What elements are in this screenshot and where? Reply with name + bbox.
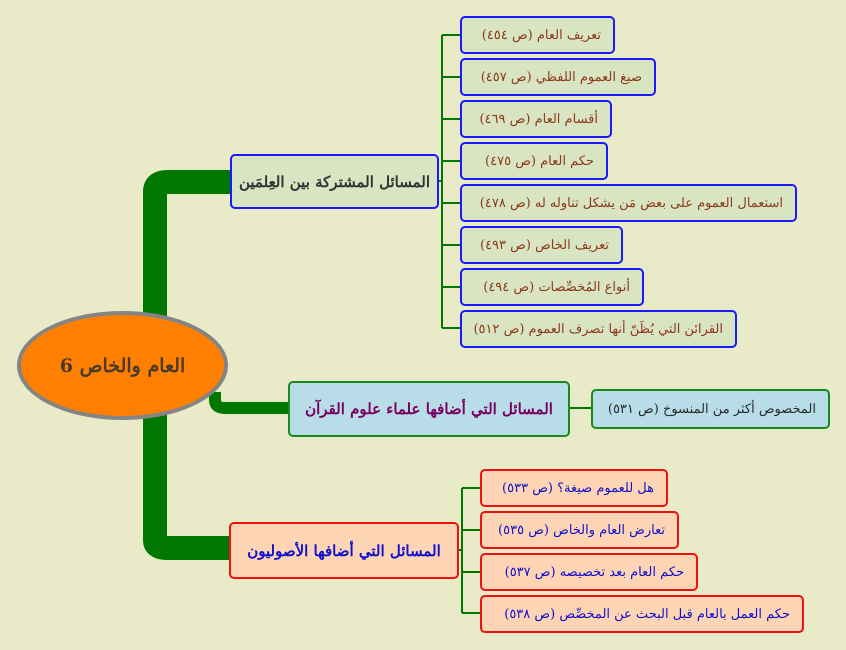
topic-label: حكم العمل بالعام قبل البحث عن المخصِّص (… (504, 606, 790, 622)
topic-label: حكم العام بعد تخصيصه (ص ٥٣٧) (504, 564, 684, 580)
topic-label: تعريف العام (ص ٤٥٤) (481, 27, 601, 43)
trunk-middle (209, 392, 290, 414)
branch-usul-scholars[interactable]: المسائل التي أضافها الأصوليون (229, 522, 459, 579)
topic-node[interactable]: المخصوص أكثر من المنسوخ (ص ٥٣١) (591, 389, 830, 429)
central-topic-label: العام والخاص 6 (59, 354, 186, 377)
topic-label: استعمال العموم على بعض مَن يشكل تناوله ل… (479, 195, 783, 211)
branch-title: المسائل التي أضافها الأصوليون (247, 541, 441, 560)
topic-label: صيغ العموم اللفظي (ص ٤٥٧) (480, 69, 642, 85)
topic-node[interactable]: حكم العام بعد تخصيصه (ص ٥٣٧) (480, 553, 698, 591)
topic-node[interactable]: استعمال العموم على بعض مَن يشكل تناوله ل… (460, 184, 797, 222)
topic-node[interactable]: القرائن التي يُظَنّ أنها تصرف العموم (ص … (460, 310, 737, 348)
branch-quran-sciences[interactable]: المسائل التي أضافها علماء علوم القرآن (288, 381, 570, 437)
trunk-bottom (143, 410, 230, 560)
branch-shared-topics[interactable]: المسائل المشتركة بين العِلمَين (230, 154, 439, 209)
branch3-connector (458, 487, 480, 614)
topic-label: هل للعموم صيغة؟ (ص ٥٣٣) (502, 480, 654, 496)
topic-label: تعريف الخاص (ص ٤٩٣) (480, 237, 609, 253)
topic-node[interactable]: هل للعموم صيغة؟ (ص ٥٣٣) (480, 469, 668, 507)
topic-node[interactable]: أقسام العام (ص ٤٦٩) (460, 100, 612, 138)
topic-label: أقسام العام (ص ٤٦٩) (479, 111, 598, 127)
topic-label: تعارض العام والخاص (ص ٥٣٥) (498, 522, 665, 538)
topic-node[interactable]: تعريف العام (ص ٤٥٤) (460, 16, 615, 54)
topic-label: حكم العام (ص ٤٧٥) (485, 153, 594, 169)
trunk-top (143, 170, 232, 320)
topic-node[interactable]: صيغ العموم اللفظي (ص ٤٥٧) (460, 58, 656, 96)
branch-title: المسائل التي أضافها علماء علوم القرآن (305, 400, 553, 418)
topic-label: القرائن التي يُظَنّ أنها تصرف العموم (ص … (473, 321, 723, 337)
central-topic[interactable]: العام والخاص 6 (17, 311, 228, 420)
branch-title: المسائل المشتركة بين العِلمَين (238, 172, 430, 191)
topic-node[interactable]: أنواع المُخصِّصات (ص ٤٩٤) (460, 268, 644, 306)
branch1-connector (438, 34, 460, 329)
topic-label: المخصوص أكثر من المنسوخ (ص ٥٣١) (607, 401, 816, 417)
topic-node[interactable]: تعارض العام والخاص (ص ٥٣٥) (480, 511, 679, 549)
topic-node[interactable]: تعريف الخاص (ص ٤٩٣) (460, 226, 623, 264)
topic-label: أنواع المُخصِّصات (ص ٤٩٤) (483, 279, 630, 295)
topic-node[interactable]: حكم العام (ص ٤٧٥) (460, 142, 608, 180)
topic-node[interactable]: حكم العمل بالعام قبل البحث عن المخصِّص (… (480, 595, 804, 633)
